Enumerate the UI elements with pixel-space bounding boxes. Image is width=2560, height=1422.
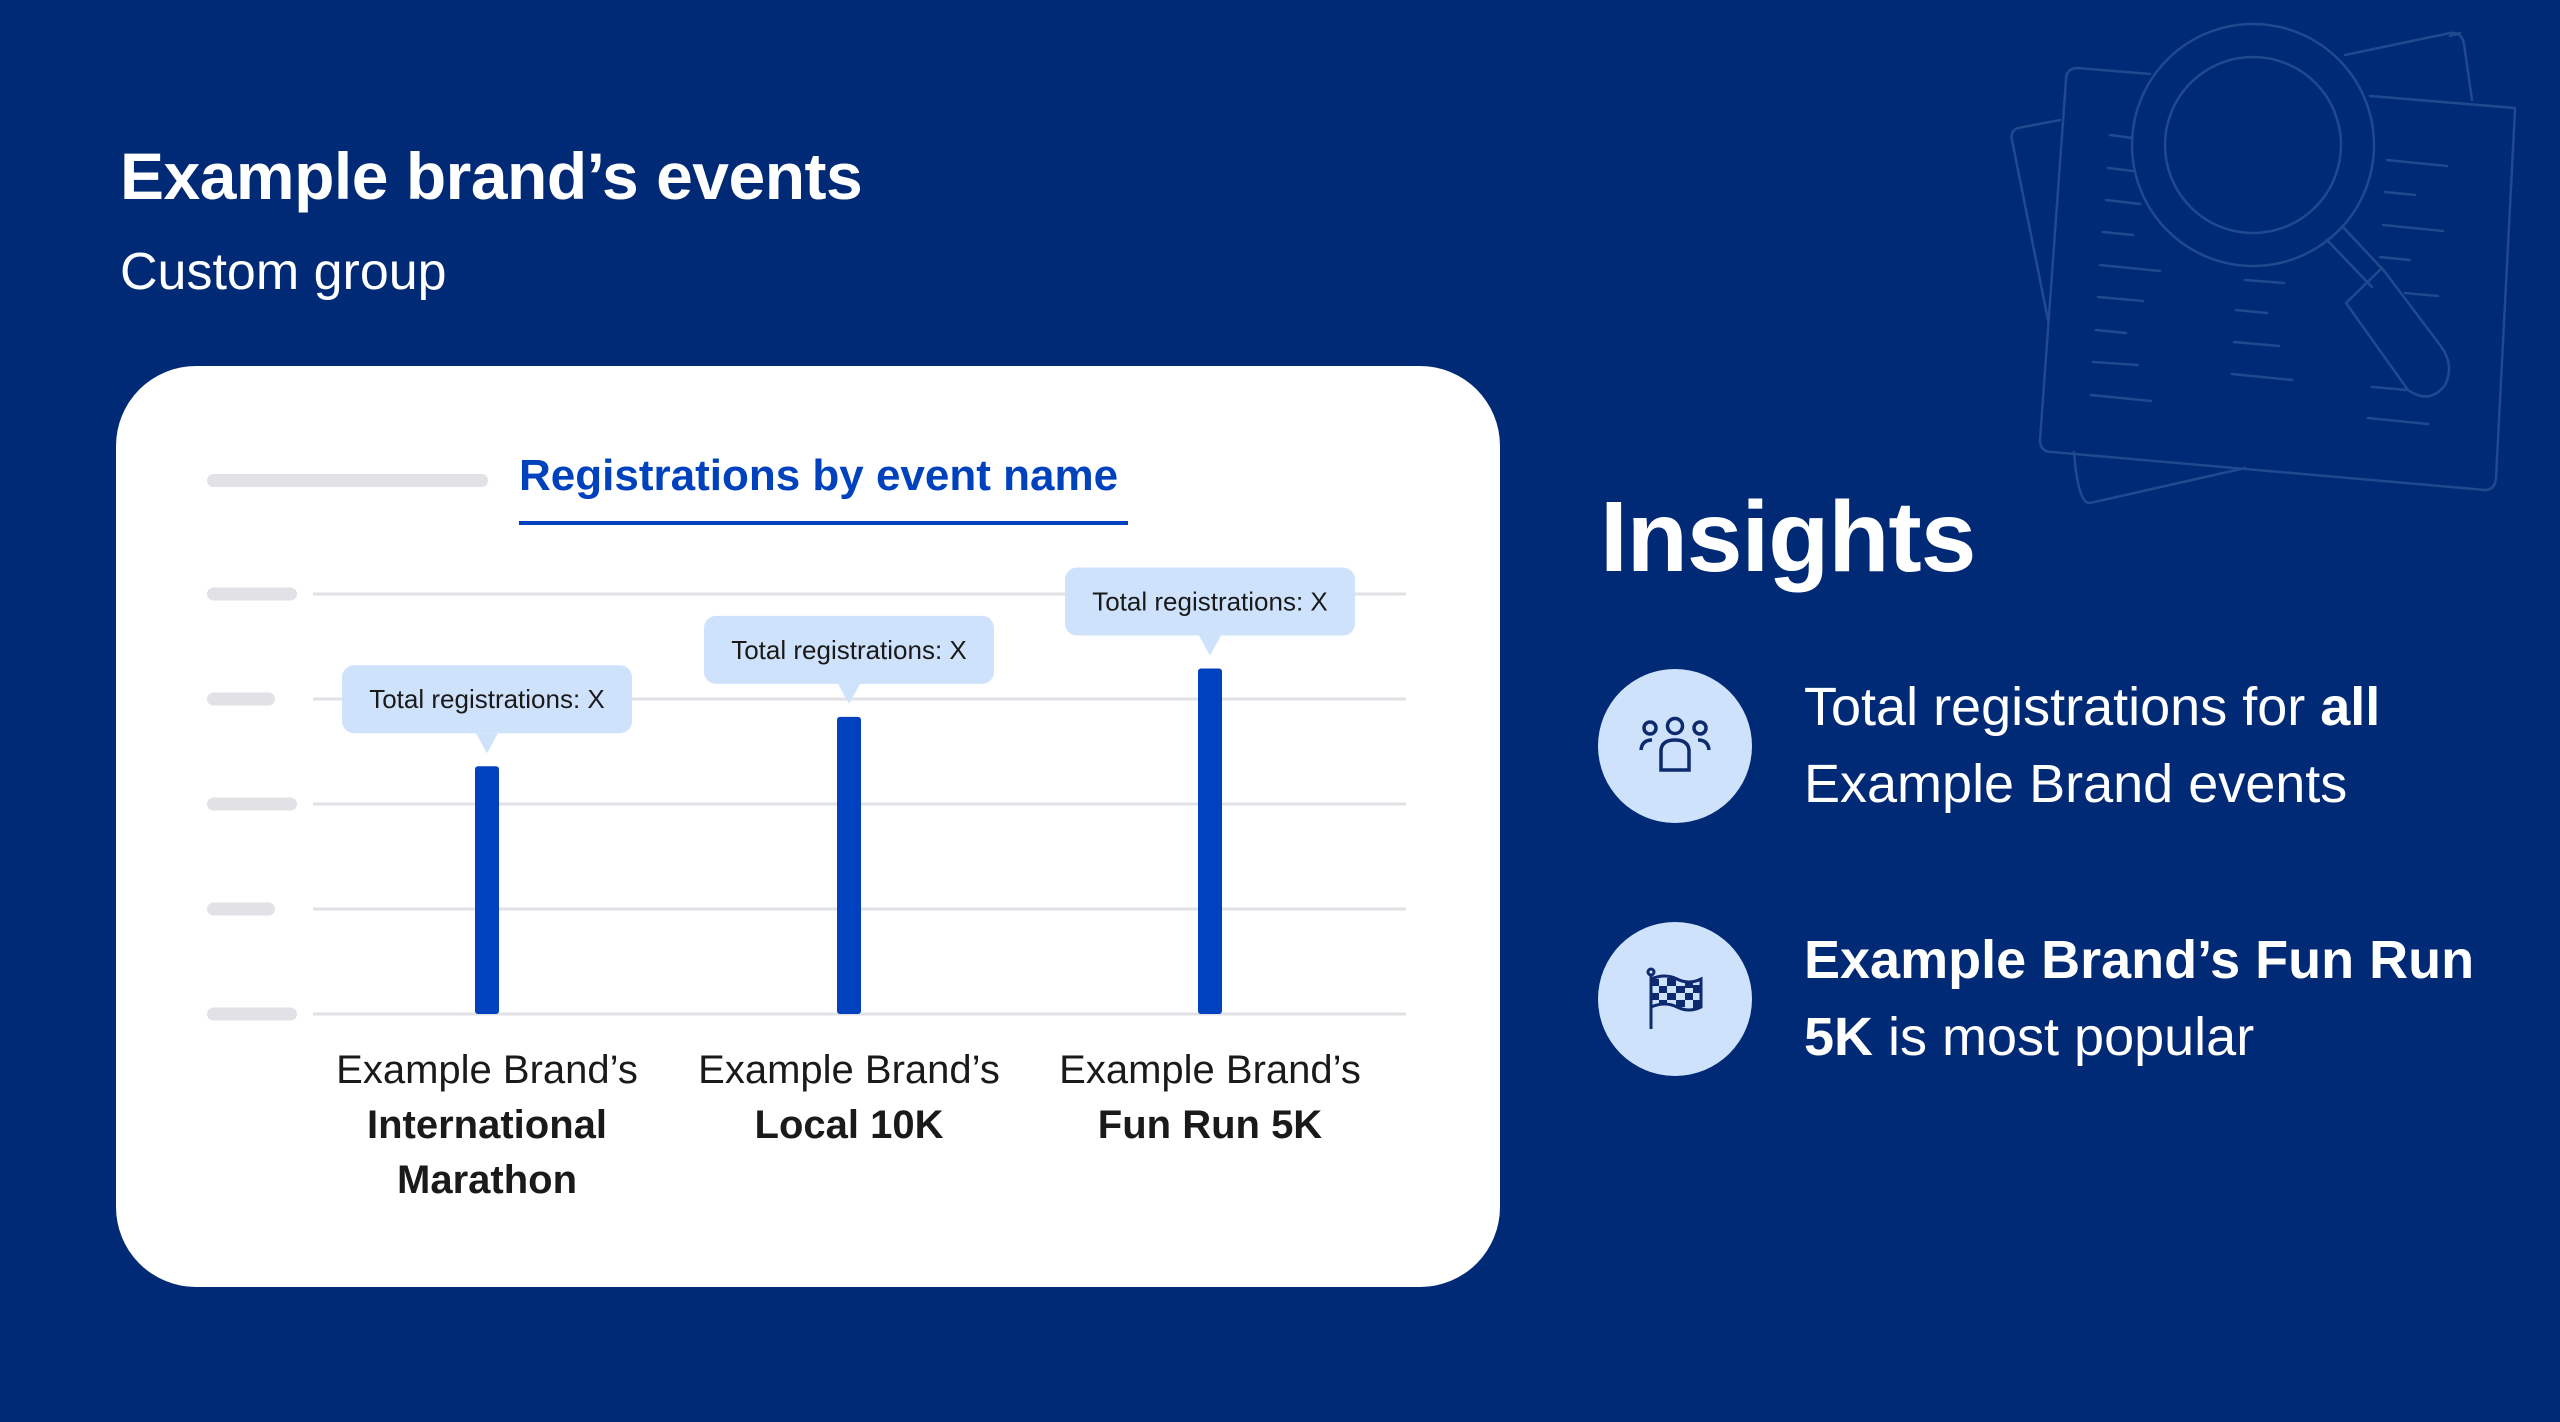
tooltip-pointer bbox=[1199, 635, 1221, 656]
page-subtitle: Custom group bbox=[120, 243, 447, 301]
tooltip-pointer bbox=[838, 683, 860, 704]
y-tick-placeholder bbox=[207, 797, 297, 811]
y-tick-placeholder bbox=[207, 692, 275, 706]
x-tick-label-bold: Local 10K bbox=[755, 1103, 944, 1147]
insight-item: Total registrations for all Example Bran… bbox=[1598, 669, 2538, 823]
tooltip-box bbox=[1065, 567, 1355, 636]
insight-text: Example Brand’s Fun Run 5K is most popul… bbox=[1804, 922, 2544, 1076]
x-tick-label: Example Brand’s bbox=[336, 1048, 638, 1092]
y-tick-placeholder bbox=[207, 1007, 297, 1021]
checkered-flag-icon bbox=[1598, 922, 1752, 1076]
data-label: Total registrations: X bbox=[1092, 587, 1328, 617]
document-magnifier-illustration bbox=[2010, 22, 2517, 505]
registrations-chart: Registrations by event name Total regist… bbox=[207, 451, 1406, 1202]
insight-text-segment: Total registrations for bbox=[1804, 677, 2321, 737]
y-tick-placeholder bbox=[207, 902, 275, 916]
insight-text: Total registrations for all Example Bran… bbox=[1804, 669, 2544, 823]
insight-text-segment: is most popular bbox=[1873, 1007, 2255, 1067]
chart-card: Registrations by event name Total regist… bbox=[116, 366, 1500, 1287]
data-label: Total registrations: X bbox=[731, 635, 967, 665]
x-tick-label: Example Brand’s bbox=[1059, 1048, 1361, 1092]
insight-text-segment: all bbox=[2320, 677, 2381, 737]
bar bbox=[837, 716, 861, 1014]
page-title: Example brand’s events bbox=[120, 139, 863, 213]
placeholder-legend-bar bbox=[207, 474, 488, 487]
tooltip-box bbox=[704, 615, 994, 684]
insight-item: Example Brand’s Fun Run 5K is most popul… bbox=[1598, 922, 2538, 1076]
data-label: Total registrations: X bbox=[369, 684, 605, 714]
x-tick-label: Example Brand’s bbox=[698, 1048, 1000, 1092]
x-tick-label-bold: Marathon bbox=[397, 1158, 577, 1202]
chart-title: Registrations by event name bbox=[519, 451, 1118, 500]
tooltip-box bbox=[342, 665, 632, 734]
x-tick-label-bold: Fun Run 5K bbox=[1098, 1103, 1323, 1147]
insights-heading: Insights bbox=[1600, 481, 1976, 593]
bar bbox=[475, 766, 499, 1014]
insight-text-segment: Example Brand events bbox=[1804, 754, 2348, 814]
insight-text-segment: Example Brand’s Fun Run 5K bbox=[1804, 930, 2475, 1067]
y-tick-placeholder bbox=[207, 587, 297, 601]
bar bbox=[1198, 668, 1222, 1014]
x-tick-label-bold: International bbox=[367, 1103, 607, 1147]
chart-title-underline bbox=[519, 521, 1128, 525]
tooltip-pointer bbox=[476, 733, 498, 754]
people-group-icon bbox=[1598, 669, 1752, 823]
